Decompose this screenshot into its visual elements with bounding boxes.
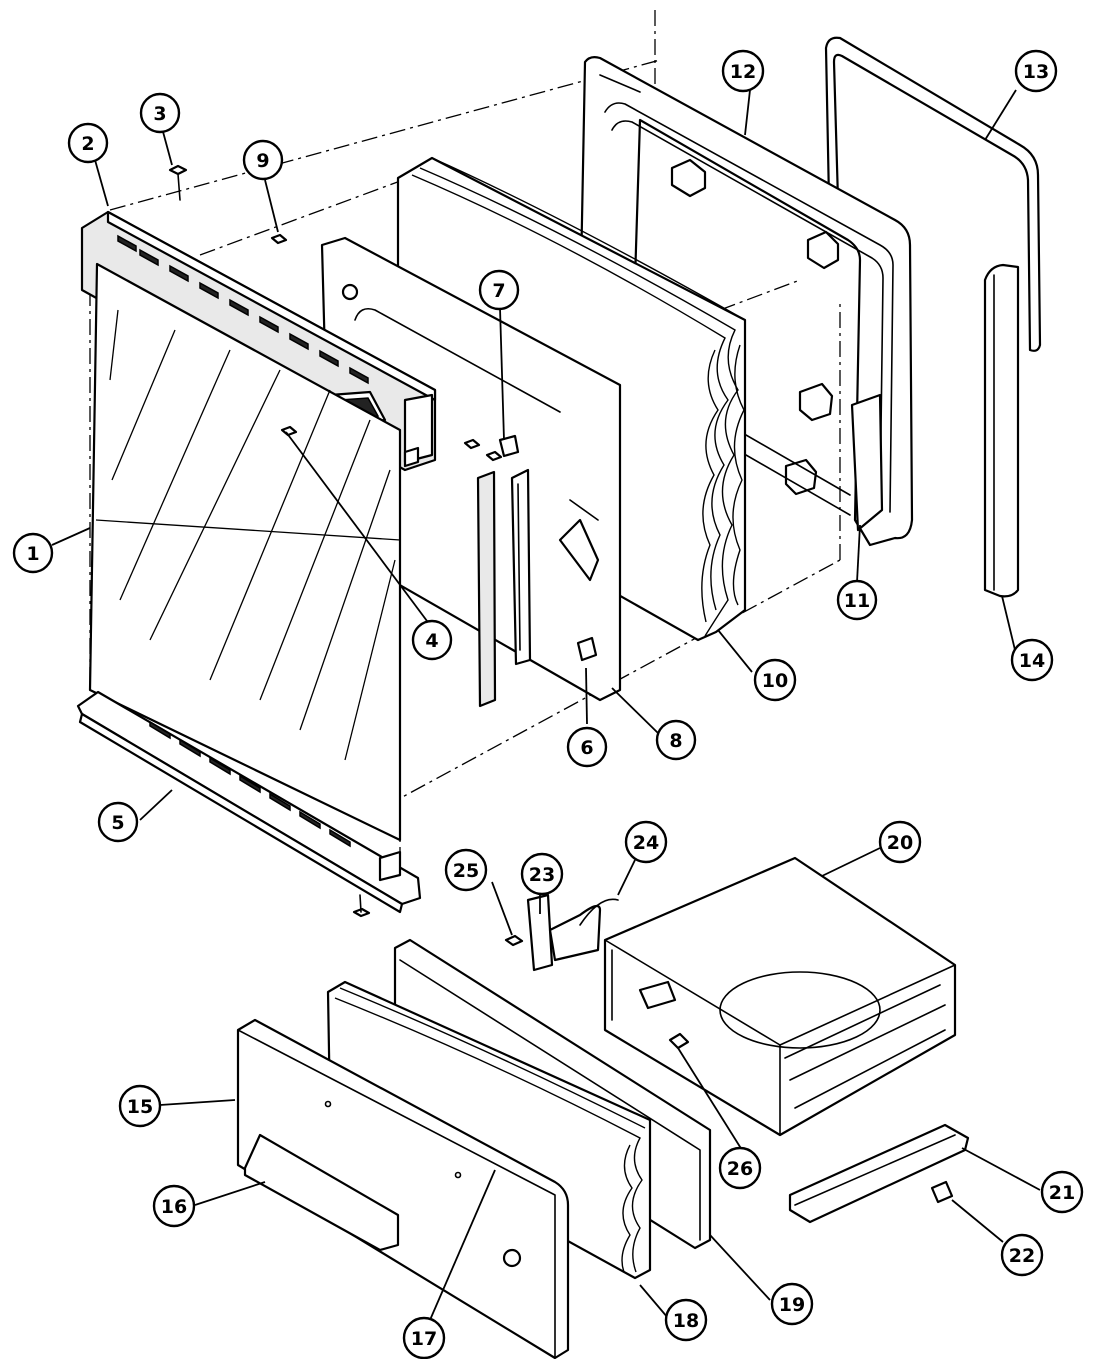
svg-text:2: 2 <box>81 133 94 155</box>
callout-3: 3 <box>139 92 181 134</box>
callout-4: 4 <box>411 619 453 661</box>
callout-12: 12 <box>721 49 765 93</box>
callout-1: 1 <box>12 532 54 574</box>
callout-10: 10 <box>753 658 797 702</box>
svg-text:25: 25 <box>453 860 479 882</box>
svg-text:20: 20 <box>887 832 913 854</box>
callout-19: 19 <box>770 1282 814 1326</box>
svg-text:11: 11 <box>844 590 870 612</box>
inner-door-liner <box>576 56 914 547</box>
callout-7: 7 <box>478 269 520 311</box>
callout-11: 11 <box>836 579 878 621</box>
svg-text:4: 4 <box>425 630 438 652</box>
callout-9: 9 <box>242 139 284 181</box>
svg-text:18: 18 <box>673 1310 699 1332</box>
callout-16: 16 <box>152 1184 196 1228</box>
callout-26: 26 <box>718 1146 762 1190</box>
inner-door-panel <box>320 236 622 702</box>
side-trim-strip <box>983 263 1020 598</box>
svg-text:23: 23 <box>529 864 555 886</box>
callout-23: 23 <box>520 852 564 896</box>
svg-text:19: 19 <box>779 1294 805 1316</box>
panel-spacer-strips <box>476 468 532 708</box>
callout-5: 5 <box>97 801 139 843</box>
svg-text:3: 3 <box>153 103 166 125</box>
hardware <box>168 164 524 947</box>
svg-text:10: 10 <box>762 670 788 692</box>
callout-22: 22 <box>1000 1233 1044 1277</box>
svg-text:14: 14 <box>1019 650 1045 672</box>
door-bottom-trim <box>76 690 422 914</box>
callout-17: 17 <box>402 1316 446 1359</box>
callout-20: 20 <box>878 820 922 864</box>
leader-lines <box>51 89 1041 1321</box>
callout-8: 8 <box>655 719 697 761</box>
svg-text:22: 22 <box>1009 1245 1035 1267</box>
drawer-body <box>603 856 957 1137</box>
svg-text:8: 8 <box>669 730 682 752</box>
callout-21: 21 <box>1040 1170 1084 1214</box>
svg-text:16: 16 <box>161 1196 187 1218</box>
svg-text:1: 1 <box>26 543 39 565</box>
callout-balloons: 1 2 3 4 5 6 7 8 <box>12 49 1084 1359</box>
callout-25: 25 <box>444 848 488 892</box>
drawer-front <box>236 1018 570 1359</box>
svg-text:26: 26 <box>727 1158 753 1180</box>
svg-text:24: 24 <box>633 832 659 854</box>
callout-13: 13 <box>1014 49 1058 93</box>
drawer-slide-rail <box>788 1123 970 1224</box>
svg-text:5: 5 <box>111 812 124 834</box>
callout-14: 14 <box>1010 638 1054 682</box>
svg-text:7: 7 <box>492 280 505 302</box>
outer-door-glass <box>88 262 402 842</box>
svg-text:6: 6 <box>580 737 593 759</box>
svg-text:12: 12 <box>730 61 756 83</box>
svg-text:9: 9 <box>256 150 269 172</box>
callout-2: 2 <box>67 122 109 164</box>
drawer-hinge-parts <box>526 893 619 972</box>
door-gasket <box>824 36 1042 352</box>
callout-18: 18 <box>664 1298 708 1342</box>
svg-text:17: 17 <box>411 1328 437 1350</box>
callout-6: 6 <box>566 726 608 768</box>
callout-15: 15 <box>118 1084 162 1128</box>
svg-text:21: 21 <box>1049 1182 1075 1204</box>
svg-text:13: 13 <box>1023 61 1049 83</box>
callout-24: 24 <box>624 820 668 864</box>
svg-text:15: 15 <box>127 1096 153 1118</box>
